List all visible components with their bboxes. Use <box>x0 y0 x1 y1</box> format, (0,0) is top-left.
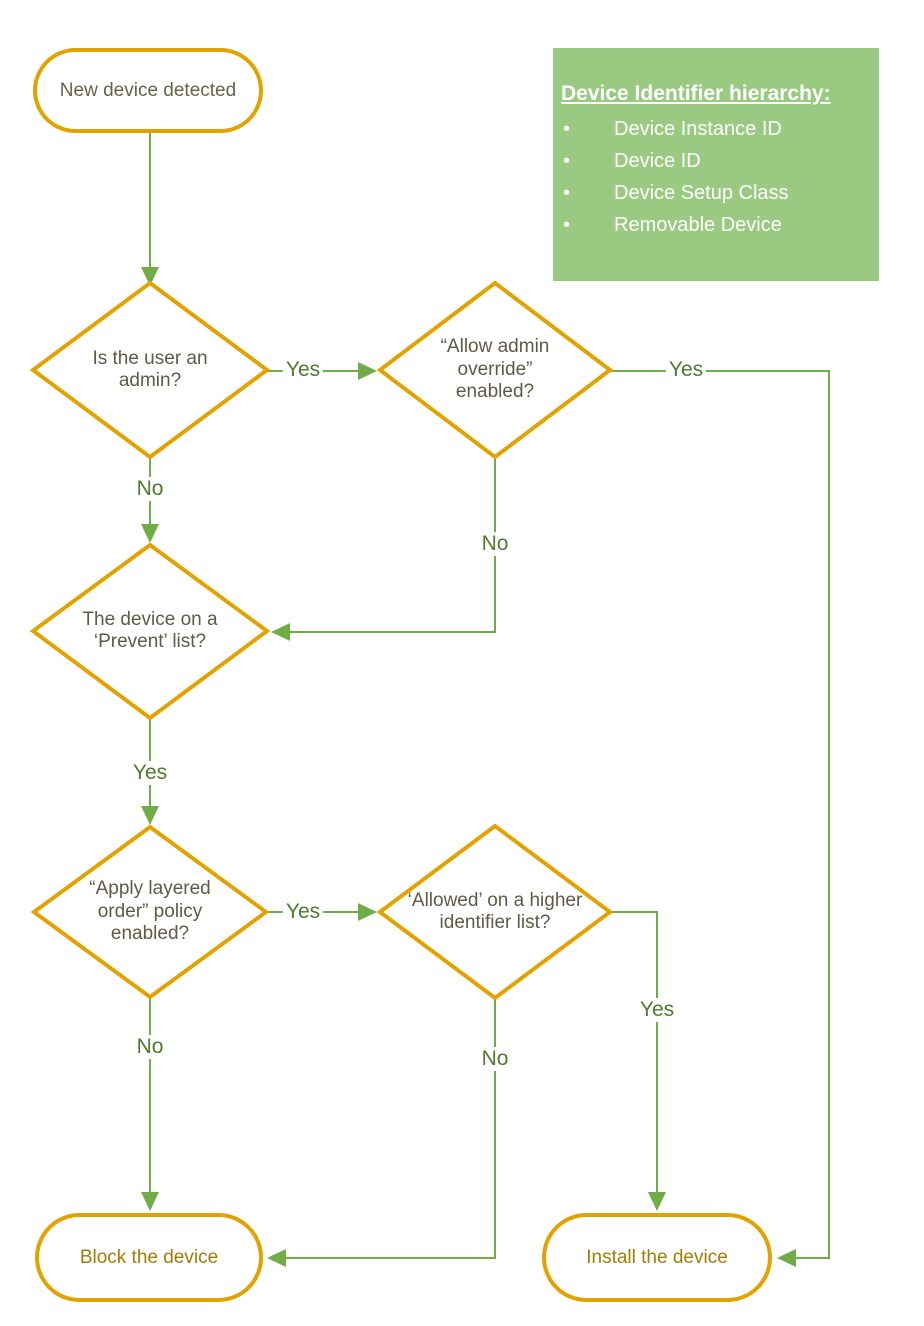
decision-diamond-allowed-higher-list <box>376 823 614 1001</box>
edge-d2-yes-to-install <box>610 370 830 1259</box>
bullet-icon: • <box>563 150 571 172</box>
hierarchy-item-label: Device ID <box>614 150 701 172</box>
bullet-icon: • <box>563 118 571 140</box>
edge-d2-no-to-d3 <box>288 457 496 633</box>
arrowhead-into-d1 <box>141 267 159 286</box>
end-node-block-device: Block the device <box>35 1213 263 1302</box>
hierarchy-item-label: Device Setup Class <box>614 182 789 204</box>
decision-label-is-user-admin: Is the user an admin? <box>92 347 208 391</box>
arrowhead-into-block-right <box>267 1249 286 1267</box>
hierarchy-item-label: Device Instance ID <box>614 118 782 140</box>
end-node-install-device: Install the device <box>542 1213 772 1302</box>
decision-diamond-allow-admin-override <box>376 280 614 460</box>
edge-label-d1-yes: Yes <box>282 358 324 382</box>
bullet-icon: • <box>563 182 571 204</box>
edge-label-d4-yes: Yes <box>282 900 324 924</box>
device-identifier-hierarchy-box: Device Identifier hierarchy: • Device In… <box>553 48 879 281</box>
decision-diamond-is-user-admin <box>29 280 271 460</box>
start-node-label: New device detected <box>59 79 237 101</box>
arrowhead-into-block-top <box>141 1192 159 1211</box>
hierarchy-item: • Device Instance ID <box>561 113 871 145</box>
hierarchy-title: Device Identifier hierarchy: <box>561 82 831 105</box>
start-node-new-device-detected: New device detected <box>33 48 263 133</box>
edge-label-d4-no: No <box>133 1035 167 1059</box>
decision-label-prevent-list: The device on a ‘Prevent’ list? <box>82 608 218 652</box>
arrowhead-into-d3-top <box>141 524 159 543</box>
arrowhead-into-d2 <box>358 362 377 380</box>
edge-label-d1-no: No <box>133 477 167 501</box>
edge-label-d2-yes: Yes <box>665 358 707 382</box>
decision-label-allowed-higher-list: ‘Allowed’ on a higher identifier list? <box>407 889 583 933</box>
install-node-label: Install the device <box>586 1246 728 1268</box>
arrowhead-into-d3-right <box>271 623 290 641</box>
decision-diamond-apply-layered-order <box>30 824 270 1000</box>
hierarchy-item: • Removable Device <box>561 209 871 241</box>
edge-d5-no-to-block <box>284 998 496 1259</box>
hierarchy-item-label: Removable Device <box>614 214 782 236</box>
decision-label-allow-admin-override: “Allow admin override” enabled? <box>440 336 550 403</box>
arrowhead-into-install-top <box>648 1192 666 1211</box>
arrowhead-into-install-right <box>777 1249 796 1267</box>
decision-label-apply-layered-order: “Apply layered order” policy enabled? <box>89 878 211 945</box>
arrowhead-into-d5 <box>358 903 377 921</box>
decision-diamond-prevent-list <box>29 542 271 721</box>
block-node-label: Block the device <box>79 1246 219 1268</box>
edge-label-d2-no: No <box>478 532 512 556</box>
hierarchy-item: • Device ID <box>561 145 871 177</box>
hierarchy-item: • Device Setup Class <box>561 177 871 209</box>
edge-d5-yes-to-install <box>610 911 658 1192</box>
arrowhead-into-d4 <box>141 806 159 825</box>
edge-label-d5-no: No <box>478 1047 512 1071</box>
edge-label-d5-yes: Yes <box>636 998 678 1022</box>
bullet-icon: • <box>563 214 571 236</box>
edge-label-d3-yes: Yes <box>129 761 171 785</box>
